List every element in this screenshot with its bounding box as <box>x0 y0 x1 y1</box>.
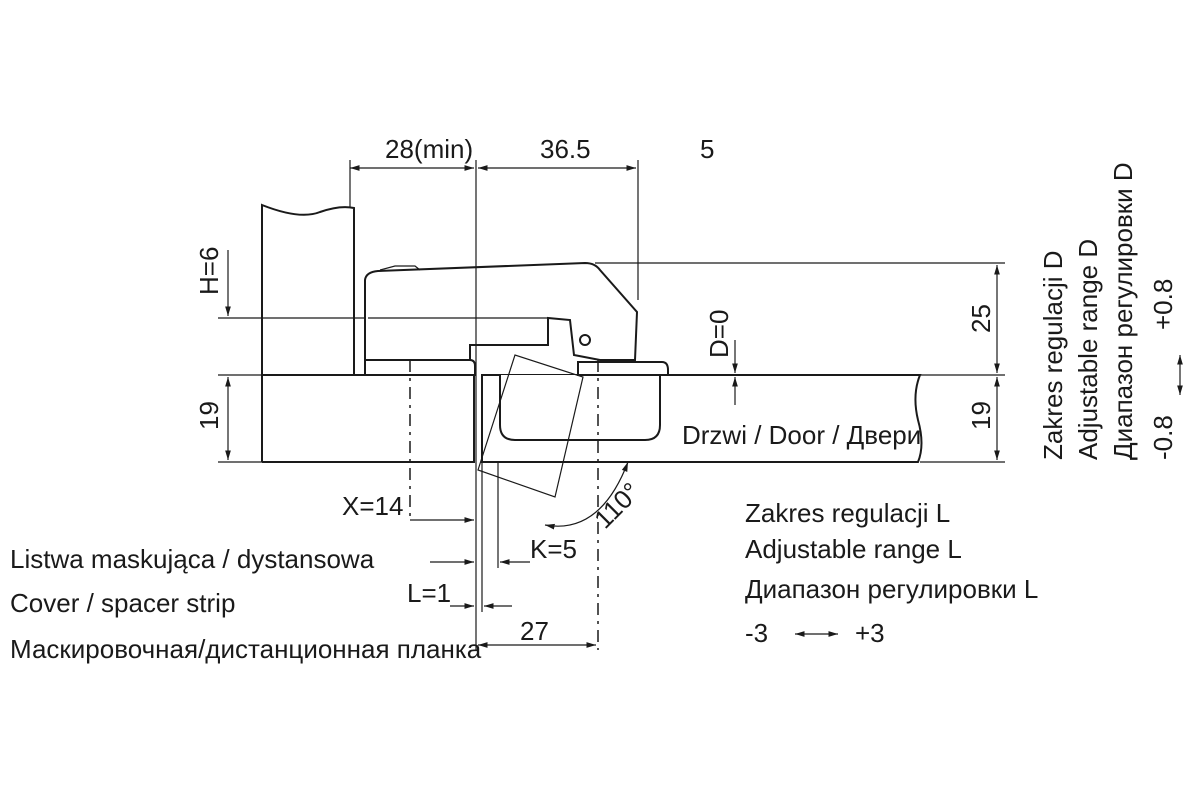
dim-19-right: 19 <box>966 401 996 430</box>
range-l-min: -3 <box>745 618 768 648</box>
range-l-title-pl: Zakres regulacji L <box>745 498 950 528</box>
door-label: Drzwi / Door / Двери <box>682 420 921 450</box>
range-l-title-ru: Диапазон регулировки L <box>745 574 1038 604</box>
dim-25: 25 <box>966 304 996 333</box>
hinge-arm <box>364 261 639 361</box>
dim-28min: 28(min) <box>385 134 473 164</box>
dim-19-left: 19 <box>194 401 224 430</box>
range-d-min: -0.8 <box>1148 415 1178 460</box>
door-panel <box>481 374 923 463</box>
hinge-cup <box>499 375 661 441</box>
dim-l1: L=1 <box>407 578 451 608</box>
door-swing-outline <box>477 354 584 498</box>
range-l-title-en: Adjustable range L <box>745 534 962 564</box>
dim-27: 27 <box>520 616 549 646</box>
hinge-pivot-pin <box>579 334 591 346</box>
dim-angle: 110° <box>588 476 646 534</box>
range-l-max: +3 <box>855 618 885 648</box>
strip-label-ru: Маскировочная/дистанционная планка <box>10 634 482 664</box>
hinge-cup-rim <box>577 361 669 376</box>
dim-5: 5 <box>700 134 714 164</box>
dim-d0: D=0 <box>704 310 734 358</box>
dim-arc-angle <box>544 461 629 530</box>
dim-x14: X=14 <box>342 491 403 521</box>
range-d-title-ru: Диапазон регулировки D <box>1108 162 1138 460</box>
range-d-max: +0.8 <box>1148 279 1178 330</box>
hinge-arm-detail <box>368 265 548 319</box>
dim-k5: K=5 <box>530 534 577 564</box>
dim-36-5: 36.5 <box>540 134 591 164</box>
cabinet-side-panel <box>261 203 355 462</box>
range-d-title-pl: Zakres regulacji D <box>1038 250 1068 460</box>
dim-h6: H=6 <box>194 247 224 295</box>
cover-strip <box>262 374 475 463</box>
range-d-title-en: Adjustable range D <box>1073 239 1103 460</box>
strip-label-pl: Listwa maskująca / dystansowa <box>10 544 375 574</box>
strip-label-en: Cover / spacer strip <box>10 588 235 618</box>
mounting-plate <box>364 359 476 376</box>
